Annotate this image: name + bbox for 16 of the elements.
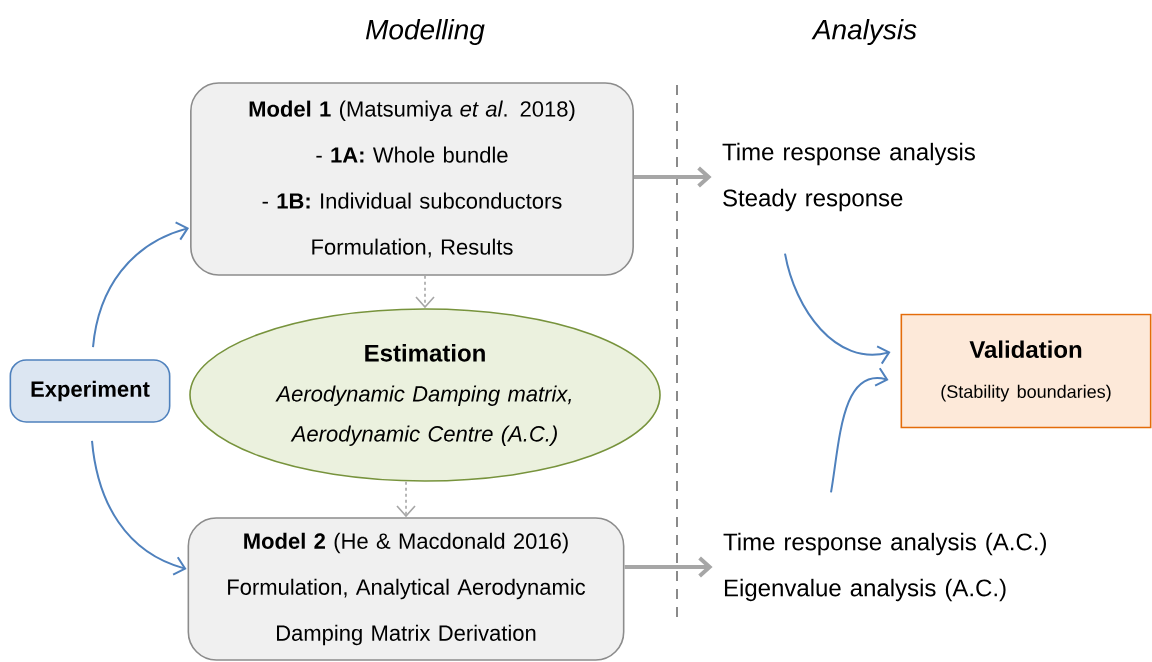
arrow: [92, 221, 190, 349]
arrow: [415, 275, 435, 309]
arrow: [830, 367, 889, 494]
validation-box: Validation (Stability boundaries): [900, 313, 1152, 429]
column-heading: Modelling: [365, 18, 485, 46]
model-box: Model 2 (He & Macdonald 2016) Formulation, Analytical Aerodynamic Damping Matrix Derivation: [187, 517, 625, 661]
model-box: Model 1 (Matsumiya et al. 2018) - 1A: Whole bundle - 1B: Individual subconductors Formulation, Results: [190, 82, 634, 276]
experiment-box: Experiment: [9, 359, 171, 423]
column-heading: Analysis: [811, 18, 917, 46]
arrow: [784, 252, 891, 365]
arrow: [624, 556, 713, 578]
arrow: [91, 439, 187, 576]
analysis-text: Time response analysis Steady response: [722, 142, 975, 212]
arrow: [634, 166, 712, 188]
analysis-text: Time response analysis (A.C.) Eigenvalue analysis (A.C.): [723, 532, 1046, 602]
arrow: [396, 481, 416, 518]
